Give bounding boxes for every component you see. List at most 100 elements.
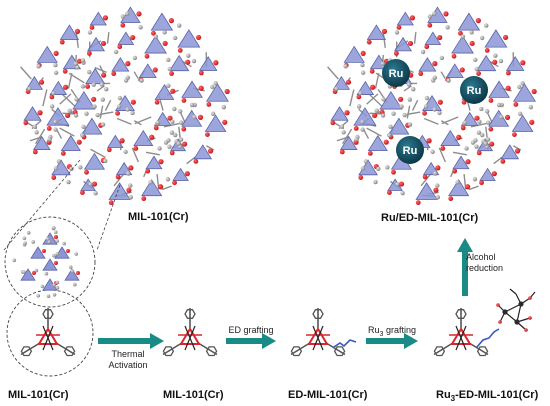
cr-polyhedron (448, 179, 470, 197)
oxygen-atom (398, 96, 404, 102)
oxygen-atom (108, 200, 114, 206)
carbon-atom (78, 165, 83, 170)
carbon-atom (460, 34, 466, 39)
carbon-atom (517, 111, 523, 117)
cr-polyhedron (379, 90, 403, 110)
linker-bond (161, 185, 172, 191)
carbon-atom (473, 138, 478, 143)
oxygen-atom (119, 138, 125, 144)
carbon-atom (445, 25, 450, 30)
oxygen-atom (531, 88, 537, 95)
oxygen-atom (476, 71, 481, 76)
linker-bond (406, 105, 411, 119)
carbonyl-oxygen (524, 328, 528, 332)
carbon-atom (162, 30, 167, 35)
oxygen-atom (169, 150, 175, 156)
carbon-atom (186, 53, 191, 58)
oxygen-atom (520, 60, 526, 66)
oxygen-atom (387, 190, 392, 196)
carbon-atom (360, 70, 366, 75)
oxygen-atom (102, 15, 109, 21)
oxygen-atom (153, 125, 159, 131)
ru-particle-label: Ru (467, 85, 482, 97)
oxygen-atom (54, 261, 58, 265)
oxygen-atom (76, 139, 82, 145)
oxygen-atom (172, 180, 177, 186)
oxygen-atom (126, 187, 132, 193)
oxygen-atom (106, 147, 112, 153)
carbon-atom (44, 271, 49, 276)
benzene-ring (63, 346, 76, 357)
carbon-atom (80, 84, 86, 89)
oxygen-atom (158, 159, 164, 165)
carbon-atom (358, 91, 363, 96)
cr-polyhedron (20, 268, 36, 281)
carbon-atom (374, 108, 379, 113)
oxygen-atom (339, 149, 345, 155)
oxygen-atom (398, 181, 405, 187)
ed-chain-4 (476, 328, 500, 348)
cr-polyhedron (457, 12, 481, 31)
carbon-atom (53, 70, 59, 75)
carbon-atom (167, 66, 173, 72)
oxygen-atom (32, 149, 38, 155)
carbon-atom (120, 14, 126, 19)
oxygen-atom (162, 40, 168, 47)
carbon-atom (80, 58, 86, 63)
oxygen-atom (479, 180, 484, 186)
linker-bond (133, 120, 142, 126)
carbon-atom (178, 109, 183, 114)
carbon-atom (435, 195, 441, 200)
carbon-atom (172, 35, 178, 41)
oxygen-atom (465, 184, 471, 190)
carbon-atom (53, 127, 58, 132)
oxygen-atom (409, 15, 416, 21)
oxygen-atom (366, 39, 372, 45)
linker-bond (470, 122, 489, 128)
linker-bond (366, 127, 382, 137)
carbon-atom (130, 110, 135, 116)
step-ru3-sub: 3 (379, 330, 384, 338)
carbon-atom (166, 83, 171, 89)
oxygen-atom (484, 47, 490, 53)
carbon-atom (166, 138, 171, 143)
carbon-atom (399, 104, 404, 109)
oxygen-atom (84, 169, 89, 175)
oxygen-atom (101, 72, 107, 78)
carbon-atom (423, 104, 429, 109)
oxygen-atom (151, 30, 156, 36)
carbon-atom (173, 132, 178, 138)
carbon-atom (439, 55, 445, 61)
step-ru3-grafting: Ru3 grafting (362, 325, 422, 340)
cr-polyhedron (42, 258, 58, 271)
oxygen-atom (437, 34, 443, 41)
carbon-atom (128, 195, 134, 200)
carbon-atom (74, 97, 79, 102)
oxygen-atom (80, 190, 85, 196)
oxygen-atom (426, 138, 432, 144)
carbon-atom (126, 171, 131, 176)
step-thermal-line1: Thermal (111, 349, 145, 359)
oxygen-atom (136, 11, 142, 17)
carbon-atom (166, 57, 171, 62)
linker-bond (20, 66, 32, 80)
carbon-atom (499, 114, 504, 120)
oxygen-atom (381, 28, 388, 34)
carbon-atom (402, 112, 407, 118)
carbon-atom (427, 14, 433, 19)
oxygen-atom (489, 141, 495, 147)
carbon-atom (170, 119, 175, 125)
carbon-atom (56, 159, 62, 164)
carbon-atom (517, 84, 522, 90)
carbon-atom (469, 30, 474, 35)
carbon-atom (52, 283, 57, 287)
cr-polyhedron (108, 182, 131, 200)
carbon-atom (138, 25, 143, 30)
oxygen-atom (458, 30, 463, 36)
oxygen-atom (198, 70, 204, 76)
linker-bond (99, 105, 104, 119)
cr-polyhedron (117, 31, 135, 45)
carbon-atom (34, 130, 39, 135)
oxygen-atom (141, 196, 147, 202)
oxygen-atom (360, 50, 366, 57)
